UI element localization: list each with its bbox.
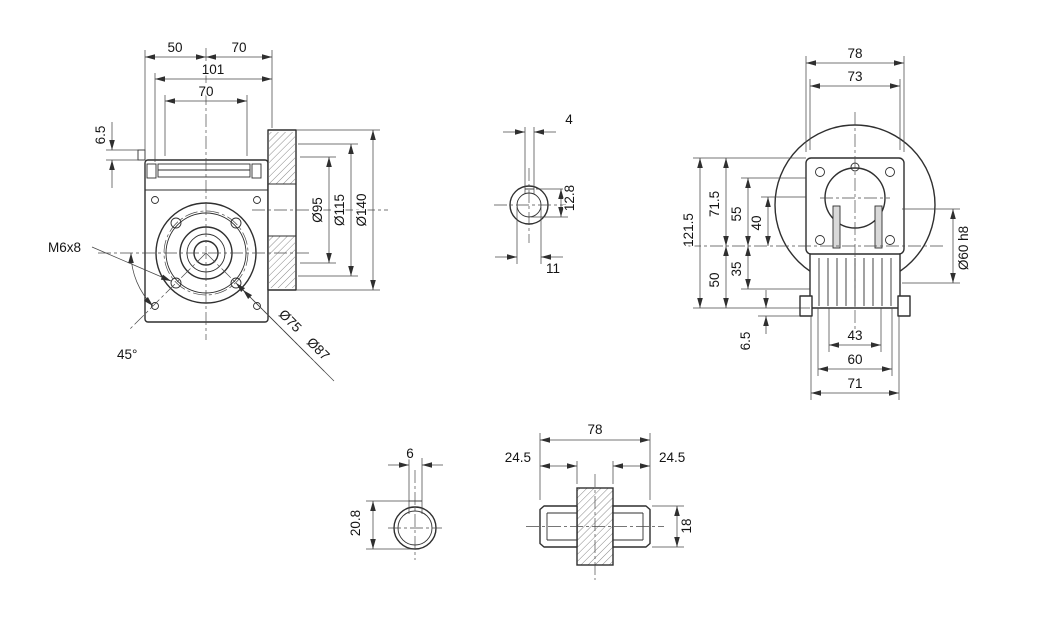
dim-rear-43: 43	[847, 328, 862, 343]
dim-rear-121-5: 121.5	[681, 213, 696, 247]
dim-front-6-5: 6.5	[93, 126, 108, 145]
dim-rear-d60h8: Ø60 h8	[956, 226, 971, 270]
dim-shaft-18: 18	[679, 518, 694, 533]
dim-front-d140: Ø140	[354, 193, 369, 226]
dim-rear-35: 35	[729, 261, 744, 276]
face-slot-right	[874, 205, 883, 249]
dim-front-d95: Ø95	[310, 197, 325, 223]
dim-rear-71: 71	[847, 376, 862, 391]
top-vent-slot	[157, 163, 251, 178]
dim-rear-73: 73	[847, 69, 862, 84]
flange-lip-step	[137, 149, 146, 161]
face-slot-left	[832, 205, 841, 249]
dim-front-50: 50	[167, 40, 182, 55]
dim-shaft-78: 78	[587, 422, 602, 437]
dim-rear-50: 50	[707, 272, 722, 287]
dim-front-d115: Ø115	[332, 194, 347, 226]
dim-rear-60: 60	[847, 352, 862, 367]
dim-front-d87: Ø87	[304, 334, 333, 363]
dim-rear-40: 40	[749, 215, 764, 230]
dim-front-101: 101	[202, 62, 225, 77]
rear-view: 78 73 121.5 71.5 50 55 35 40 6.5 Ø60 h8	[680, 45, 973, 400]
right-foot	[897, 295, 911, 317]
front-view: 50 70 101 70 6.5 M6x8 45° Ø75 Ø87 Ø95 Ø1…	[47, 39, 388, 382]
dim-keyway-20-8: 20.8	[348, 510, 363, 536]
dim-keyway-6: 6	[406, 446, 414, 461]
dim-shaft-24-5-right: 24.5	[659, 450, 685, 465]
dim-bore-11: 11	[546, 261, 560, 276]
shaft-end-section-view: 6 20.8	[347, 445, 443, 560]
dim-rear-6-5: 6.5	[738, 332, 753, 351]
dim-rear-71-5: 71.5	[707, 191, 722, 217]
input-shaft-section-view: 4 12.8 11	[494, 111, 579, 278]
output-shaft-view: 78 24.5 24.5 18	[503, 421, 696, 580]
dim-keyway-12-8: 12.8	[562, 185, 577, 211]
dim-keyway-4: 4	[565, 112, 573, 127]
dim-front-70-top: 70	[231, 40, 246, 55]
dim-shaft-24-5-left: 24.5	[505, 450, 531, 465]
dim-front-70-face: 70	[198, 84, 213, 99]
dim-front-45deg: 45°	[117, 347, 137, 362]
left-foot	[799, 295, 813, 317]
label-m6x8: M6x8	[48, 240, 81, 255]
dim-rear-78: 78	[847, 46, 862, 61]
dim-rear-55: 55	[729, 206, 744, 221]
dim-front-d75: Ø75	[276, 306, 305, 335]
